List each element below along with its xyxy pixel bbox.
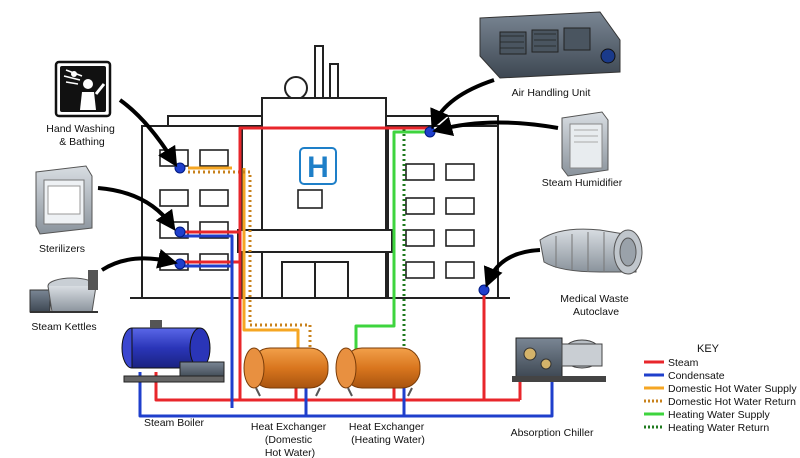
pipes — [138, 126, 554, 418]
pointer-arrows — [97, 78, 559, 288]
air-handling-unit-icon — [479, 11, 621, 79]
steam-kettles-icon — [29, 270, 98, 313]
window — [159, 149, 189, 167]
label-air-handling-unit: Air Handling Unit — [512, 87, 591, 99]
window — [199, 221, 229, 239]
steam-boiler-icon — [121, 320, 225, 383]
arrow-steam-kettles — [100, 249, 178, 272]
use-point-hand-washing — [174, 162, 186, 174]
legend-label: Heating Water Return — [668, 422, 769, 434]
steam-pipe — [238, 126, 428, 400]
legend-item: Heating Water Supply — [644, 409, 770, 421]
heat-exchanger-heating-icon — [335, 347, 421, 397]
absorption-chiller-icon — [512, 337, 606, 382]
heating-water-return-pipe — [402, 126, 428, 348]
label-hand-washing: Hand Washing & Bathing — [46, 123, 117, 148]
heating-water-supply-pipe — [354, 130, 428, 350]
chimney — [314, 45, 324, 99]
domestic-hot-water-return-pipe — [188, 170, 312, 348]
entrance-canopy — [237, 229, 393, 253]
hospital-sign-letter: H — [307, 151, 329, 184]
medical-waste-autoclave-icon — [539, 228, 643, 275]
heat-exchanger-domestic-icon — [243, 347, 329, 397]
steam-humidifier-icon — [561, 111, 609, 177]
condensate-pipe — [180, 234, 234, 408]
window — [405, 163, 435, 181]
legend-item: Condensate — [644, 370, 725, 382]
legend-label: Steam — [668, 357, 699, 369]
window — [445, 261, 475, 279]
use-point-autoclave — [478, 284, 490, 296]
window — [445, 163, 475, 181]
domestic-hot-water-supply-pipe — [242, 168, 300, 348]
label-steam-kettles: Steam Kettles — [31, 321, 96, 333]
label-steam-boiler: Steam Boiler — [144, 417, 205, 429]
sterilizer-icon — [35, 165, 93, 235]
right-wing — [387, 125, 499, 299]
legend-item: Domestic Hot Water Supply — [644, 383, 797, 395]
label-heat-exchanger-domestic: Heat Exchanger (Domestic Hot Water) — [251, 421, 329, 458]
label-sterilizers: Sterilizers — [39, 243, 85, 255]
use-point-air-handling — [424, 126, 436, 138]
use-point-sterilizers — [174, 226, 186, 238]
condensate-pipe — [138, 372, 554, 418]
window — [405, 197, 435, 215]
arrow-hand-washing — [118, 98, 178, 168]
label-medical-waste-autoclave: Medical Waste Autoclave — [560, 293, 631, 318]
legend-label: Heating Water Supply — [668, 409, 770, 421]
label-absorption-chiller: Absorption Chiller — [511, 427, 594, 439]
arrow-sterilizers — [97, 186, 176, 231]
legend-title: KEY — [697, 343, 720, 355]
window — [199, 149, 229, 167]
component-labels: Hand Washing & Bathing Sterilizers Steam… — [31, 87, 631, 458]
legend-label: Condensate — [668, 370, 725, 382]
window — [405, 261, 435, 279]
use-point-steam-kettles — [174, 258, 186, 270]
label-heat-exchanger-heating: Heat Exchanger (Heating Water) — [349, 421, 427, 446]
window — [445, 197, 475, 215]
legend-item: Heating Water Return — [644, 422, 769, 434]
chimney — [329, 63, 339, 99]
window — [159, 189, 189, 207]
legend-item: Steam — [644, 357, 699, 369]
window — [199, 189, 229, 207]
window — [405, 229, 435, 247]
legend-label: Domestic Hot Water Return — [668, 396, 796, 408]
label-steam-humidifier: Steam Humidifier — [542, 177, 623, 189]
window — [297, 189, 323, 209]
arrow-autoclave — [483, 248, 541, 288]
hand-washing-icon — [54, 60, 112, 118]
hospital-sign: H — [299, 147, 337, 185]
window — [445, 229, 475, 247]
arrow-steam-humidifier — [432, 116, 559, 137]
legend-item: Domestic Hot Water Return — [644, 396, 796, 408]
rooftop-dome — [284, 76, 308, 100]
legend-label: Domestic Hot Water Supply — [668, 383, 797, 395]
